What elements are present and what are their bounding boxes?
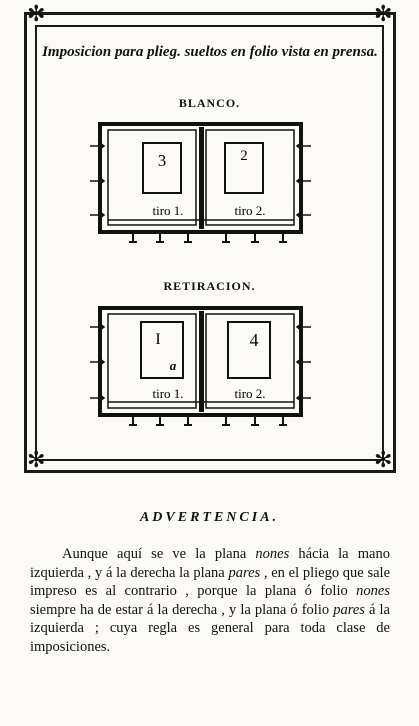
corner-ornament-bottom-right-icon: ✻ bbox=[374, 448, 393, 473]
blanco-bottom-quoins bbox=[129, 232, 287, 243]
blanco-forme bbox=[98, 122, 303, 234]
diagram-title: Imposicion para plieg. sueltos en folio … bbox=[42, 44, 378, 60]
blanco-right-tiro: tiro 2. bbox=[234, 203, 265, 218]
advertencia-pares-2: pares bbox=[333, 601, 365, 618]
imposition-frame-outer bbox=[24, 12, 396, 473]
retiracion-bottom-quoins bbox=[129, 415, 287, 426]
advertencia-text-2: hácia la mano izquierda , y á la derecha… bbox=[30, 546, 390, 581]
retiracion-forme bbox=[98, 306, 303, 417]
retiracion-side-pins bbox=[90, 322, 311, 403]
retiracion-left-tiro: tiro 1. bbox=[152, 386, 183, 401]
corner-ornament-bottom-left-icon: ✻ bbox=[27, 448, 46, 473]
advertencia-heading: ADVERTENCIA. bbox=[139, 510, 280, 525]
advertencia-nones-2: nones bbox=[356, 583, 390, 600]
blanco-left-tiro: tiro 1. bbox=[152, 203, 183, 218]
advertencia-text-1: Aunque aquí se ve la plana bbox=[62, 546, 256, 562]
advertencia-nones-1: nones bbox=[255, 546, 290, 562]
advertencia-text-5: á la izquierda ; cuya regla es general p… bbox=[30, 601, 390, 655]
retiracion-right-tiro: tiro 2. bbox=[234, 386, 265, 401]
retiracion-signature-mark: a bbox=[170, 358, 177, 373]
advertencia-text-3: , en el pliego que sale impreso es al co… bbox=[30, 564, 391, 600]
imposition-diagram: 3 2 tiro 1. tiro 2. I a 4 tiro 1. tiro 2… bbox=[90, 122, 311, 426]
retiracion-label: RETIRACION. bbox=[163, 279, 256, 293]
blanco-right-page-number: 2 bbox=[240, 148, 248, 164]
advertencia-text-4: siempre ha de estar á la derecha , y la … bbox=[30, 601, 334, 618]
blanco-left-page-number: 3 bbox=[158, 151, 167, 170]
retiracion-right-page-number: 4 bbox=[250, 330, 259, 350]
retiracion-left-page-number: I bbox=[155, 331, 160, 348]
imposition-frame-inner bbox=[35, 25, 384, 461]
advertencia-pares-1: pares bbox=[228, 564, 261, 581]
advertencia-paragraph: Aunque aquí se ve la plana nones hácia l… bbox=[30, 545, 390, 657]
corner-ornament-top-left-icon: ✻ bbox=[27, 2, 46, 27]
blanco-side-pins bbox=[90, 141, 311, 220]
blanco-label: BLANCO. bbox=[178, 96, 241, 110]
corner-ornament-top-right-icon: ✻ bbox=[374, 2, 393, 27]
